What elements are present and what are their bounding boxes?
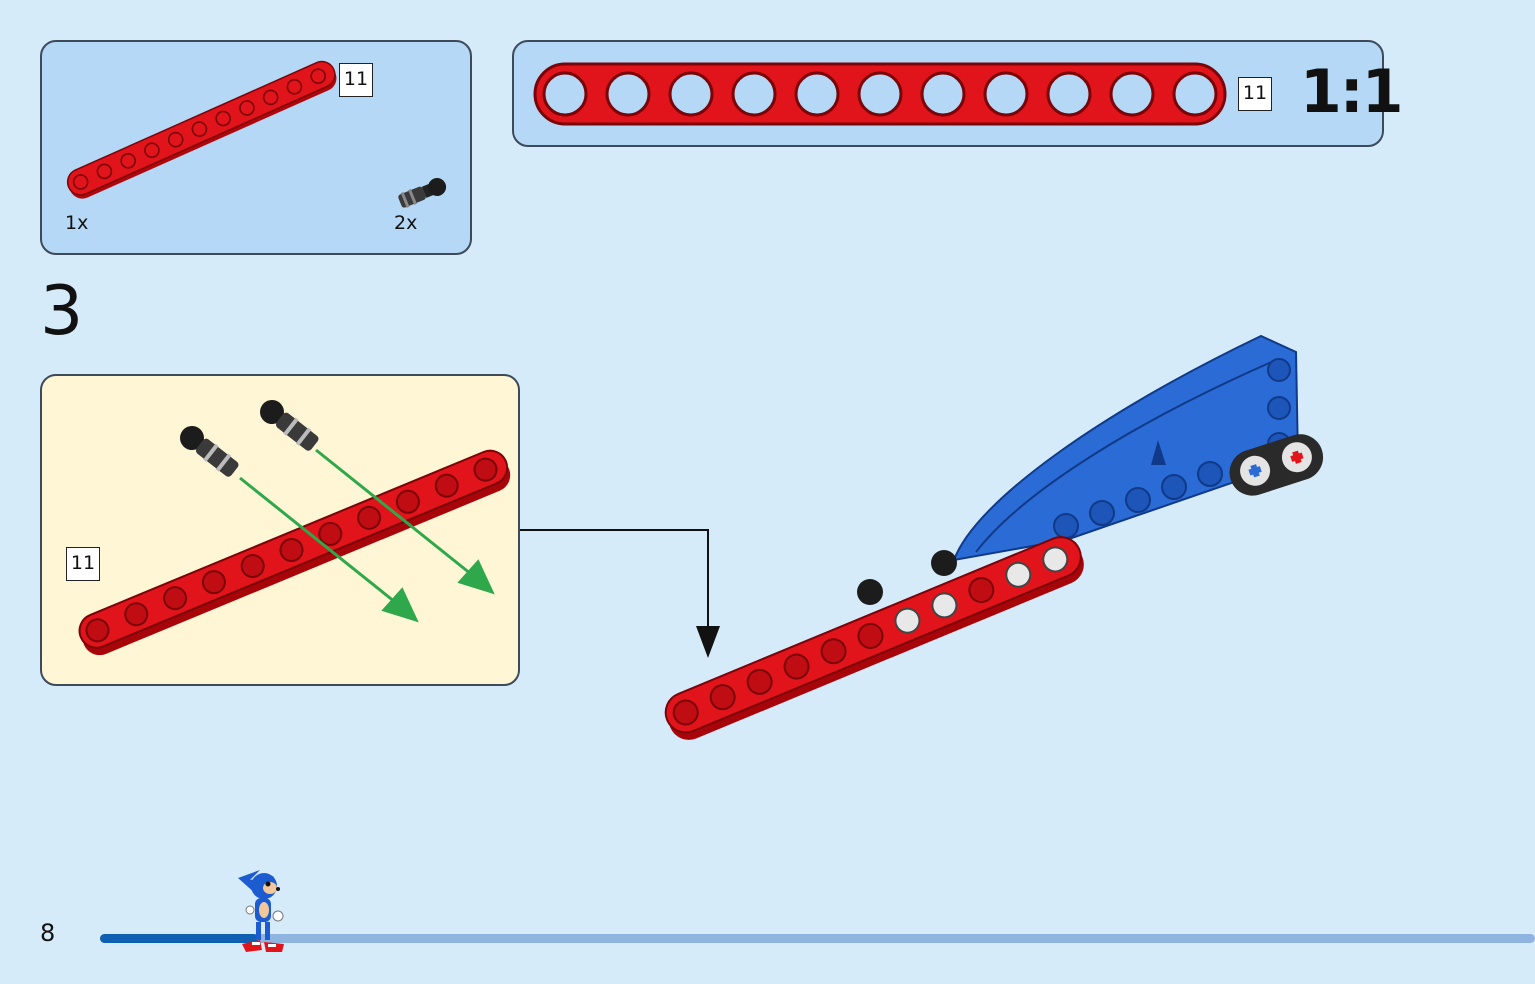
- sub-assembly-length-badge: 11: [66, 547, 100, 581]
- main-model-image: [664, 334, 1324, 740]
- parts-list-panel: [40, 40, 472, 255]
- parts-beam-11-image: [66, 60, 337, 199]
- parts-pin-image: [398, 178, 447, 208]
- progress-fill: [100, 934, 258, 943]
- progress-track: [100, 934, 1535, 943]
- step-number: 3: [40, 272, 84, 351]
- sub-assembly-image: [78, 400, 511, 656]
- scale-ratio-label: 1:1: [1300, 57, 1403, 127]
- parts-beam-length-badge: 11: [339, 63, 373, 97]
- scale-beam-11-image: [533, 62, 1227, 126]
- parts-beam-quantity: 1x: [65, 212, 89, 234]
- callout-arrow: [520, 529, 720, 658]
- sonic-character-icon: [238, 870, 284, 952]
- parts-pin-quantity: 2x: [394, 212, 418, 234]
- page-number: 8: [40, 919, 56, 947]
- scale-beam-length-badge: 11: [1238, 77, 1272, 111]
- progress-bar: [100, 934, 1535, 943]
